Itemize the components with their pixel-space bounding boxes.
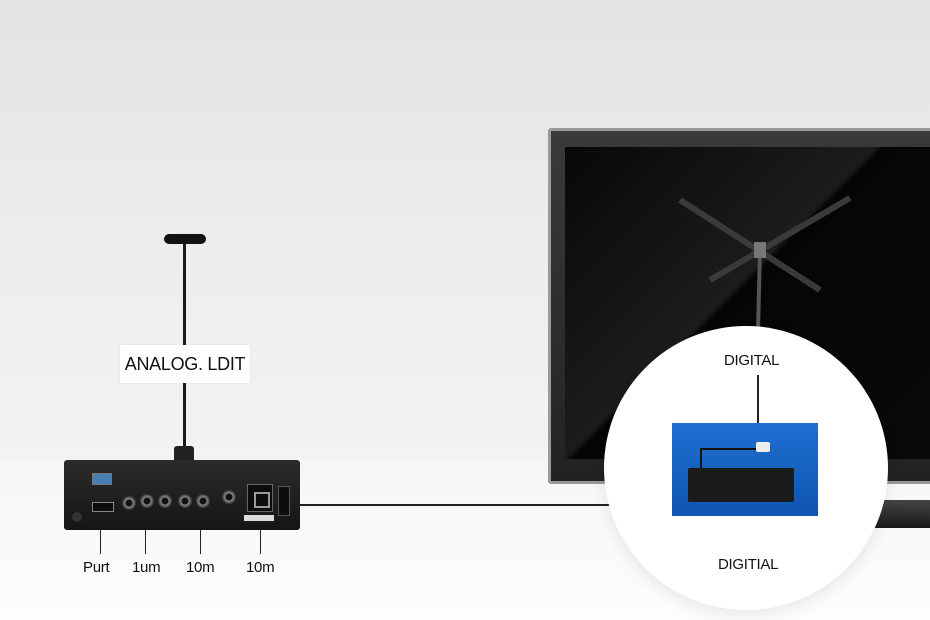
- plug-icon: [756, 442, 770, 452]
- rca-port-icon: [158, 494, 172, 508]
- mini-cable: [700, 448, 702, 470]
- display-icon: [92, 473, 112, 485]
- rca-port-icon: [196, 494, 210, 508]
- coax-port-icon: [122, 496, 136, 510]
- label-strip: [244, 515, 274, 521]
- antenna-base: [174, 446, 194, 460]
- mini-cable: [700, 448, 756, 450]
- rca-port-icon: [222, 490, 236, 504]
- analog-label: ANALOG. LDIT: [120, 345, 250, 383]
- length-label: 10m: [186, 559, 215, 576]
- rca-port-icon: [140, 494, 154, 508]
- port-label: Purt: [83, 559, 110, 576]
- mini-receiver-box: [688, 468, 794, 502]
- leader-line: [145, 530, 146, 554]
- power-port-icon: [247, 484, 273, 512]
- antenna-cap-icon: [164, 234, 206, 244]
- digital-label: DIGITIAL: [718, 556, 779, 573]
- leader-line: [200, 530, 201, 554]
- length-label: 1um: [132, 559, 161, 576]
- cable: [300, 504, 610, 506]
- antenna-icon: [678, 195, 852, 330]
- side-port-icon: [278, 486, 290, 516]
- foot-icon: [72, 512, 82, 522]
- leader-line: [100, 530, 101, 554]
- callout-line: [757, 375, 759, 425]
- receiver-box: [64, 460, 300, 530]
- digital-label: DIGITAL: [724, 352, 780, 369]
- hdmi-port-icon: [92, 502, 114, 512]
- leader-line: [260, 530, 261, 554]
- rca-port-icon: [178, 494, 192, 508]
- length-label: 10m: [246, 559, 275, 576]
